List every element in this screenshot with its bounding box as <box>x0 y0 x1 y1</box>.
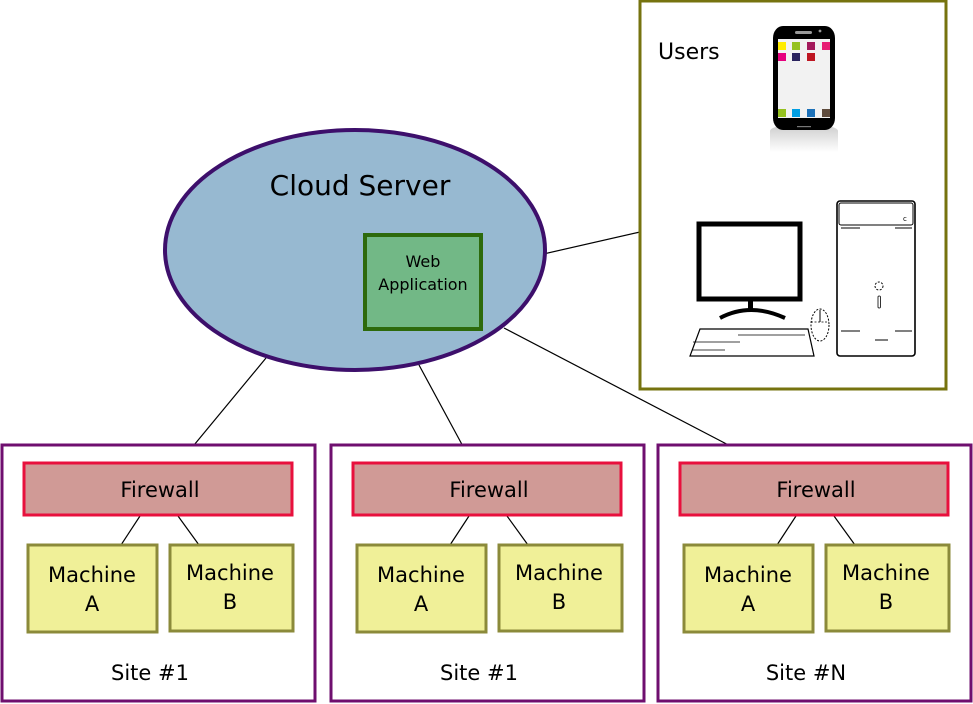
machine-b-line2: B <box>223 590 237 614</box>
phone-app-tile <box>778 42 786 50</box>
machine-a-line1: Machine <box>377 563 465 587</box>
site-2: Firewall Machine A Machine B Site #1 <box>329 443 646 703</box>
web-application-line2: Application <box>378 275 467 294</box>
cloud-server: Cloud Server Web Application <box>163 128 547 372</box>
cloud-title: Cloud Server <box>270 169 451 202</box>
phone-app-tile <box>792 42 800 50</box>
machine-b-line1: Machine <box>842 561 930 585</box>
firewall-box[interactable] <box>351 461 623 517</box>
firewall-label: Firewall <box>449 478 528 502</box>
firewall-box[interactable] <box>678 461 950 517</box>
machine-b[interactable]: Machine B <box>824 543 951 633</box>
machine-a-line2: A <box>414 592 429 616</box>
phone-app-tile <box>778 109 786 117</box>
users-label: Users <box>658 40 720 65</box>
phone-app-tile <box>807 53 815 61</box>
machine-b-line2: B <box>552 590 566 614</box>
machine-a-line2: A <box>741 592 756 616</box>
site-1: Firewall Machine A Machine B Site #1 <box>0 443 317 703</box>
site-label: Site #1 <box>111 661 189 685</box>
web-application-box[interactable] <box>363 233 483 331</box>
machine-a[interactable]: Machine A <box>355 543 488 634</box>
machine-b-line1: Machine <box>515 561 603 585</box>
web-application-line1: Web <box>406 252 441 271</box>
phone-app-tile <box>792 109 800 117</box>
site-label: Site #1 <box>440 661 518 685</box>
firewall-label: Firewall <box>776 478 855 502</box>
machine-b[interactable]: Machine B <box>497 543 624 633</box>
machine-a-box[interactable] <box>682 543 815 634</box>
machine-b-box[interactable] <box>168 543 295 633</box>
phone-app-tile <box>822 42 830 50</box>
smartphone-icon <box>770 26 838 152</box>
users-group: Users <box>638 0 948 391</box>
desktop-computer-icon: c <box>689 200 916 357</box>
machine-b-line2: B <box>879 590 893 614</box>
phone-app-tile <box>807 42 815 50</box>
site-n: Firewall Machine A Machine B Site #N <box>656 443 973 703</box>
machine-a-box[interactable] <box>355 543 488 634</box>
mouse <box>810 308 830 342</box>
firewall[interactable]: Firewall <box>351 461 623 517</box>
machine-a-line1: Machine <box>48 563 136 587</box>
machine-a-box[interactable] <box>26 543 159 634</box>
web-application[interactable]: Web Application <box>363 233 483 331</box>
machine-a-line1: Machine <box>704 563 792 587</box>
firewall[interactable]: Firewall <box>22 461 294 517</box>
machine-a-line2: A <box>85 592 100 616</box>
machine-b-box[interactable] <box>824 543 951 633</box>
machine-b-line1: Machine <box>186 561 274 585</box>
phone-app-tile <box>778 53 786 61</box>
cloud-ellipse <box>163 128 547 372</box>
firewall[interactable]: Firewall <box>678 461 950 517</box>
machine-a[interactable]: Machine A <box>682 543 815 634</box>
monitor <box>696 221 803 302</box>
site-label: Site #N <box>766 661 846 685</box>
connector-cloud-siteN <box>503 327 764 464</box>
tower <box>836 200 916 357</box>
machine-b[interactable]: Machine B <box>168 543 295 633</box>
phone-app-tile <box>807 109 815 117</box>
machine-a[interactable]: Machine A <box>26 543 159 634</box>
svg-text:c: c <box>903 215 907 223</box>
machine-b-box[interactable] <box>497 543 624 633</box>
firewall-box[interactable] <box>22 461 294 517</box>
phone-app-tile <box>792 53 800 61</box>
phone-app-tile <box>822 109 830 117</box>
firewall-label: Firewall <box>120 478 199 502</box>
